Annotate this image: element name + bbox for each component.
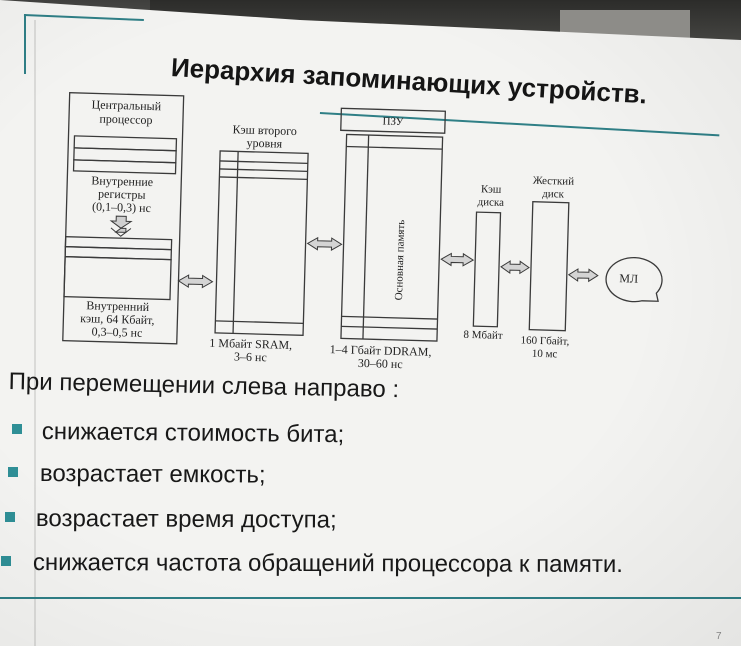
- hard-disk-block: [528, 201, 570, 332]
- corner-accent-vertical: [24, 14, 26, 74]
- magnetic-tape-shape: [605, 256, 663, 303]
- disk-cache-label-line2: диска: [477, 196, 504, 209]
- arrow-ram-diskcache: [440, 252, 475, 267]
- bullet-text: возрастает время доступа;: [35, 505, 337, 534]
- internal-cache-line1: Внутренний: [86, 298, 150, 314]
- registers-label-line3: (0,1–0,3) нс: [92, 199, 151, 215]
- registers-cache-arrow-lower: [110, 227, 132, 237]
- connection-arrows: [177, 236, 599, 289]
- hdd-caption-line1: 160 Гбайт,: [520, 334, 569, 347]
- bullet-square-icon: [8, 467, 18, 477]
- cpu-label-line2: процессор: [99, 112, 152, 127]
- magnetic-tape-label: МЛ: [619, 271, 638, 286]
- l2-caption-line2: 3–6 нс: [234, 349, 267, 364]
- disk-cache-label-line1: Кэш: [481, 183, 502, 196]
- registers-label-line2: регистры: [98, 187, 146, 202]
- bullet-text: снижается стоимость бита;: [41, 418, 345, 449]
- diagram-group: Центральный процессор Внутренние регистр…: [62, 92, 663, 371]
- screen-frame-line: [34, 20, 36, 646]
- hdd-caption-line2: 10 мс: [532, 348, 558, 361]
- arrow-cpu-l2: [177, 274, 214, 289]
- rom-block: [340, 107, 447, 134]
- main-memory-block: [340, 133, 444, 342]
- cpu-label-line1: Центральный: [91, 97, 162, 113]
- main-memory-vertical-label: Основная память: [393, 220, 407, 301]
- bullet-text: возрастает емкость;: [39, 460, 266, 489]
- internal-cache-line3: 0,3–0,5 нс: [91, 324, 142, 339]
- arrow-l2-ram: [306, 236, 343, 251]
- bullet-square-icon: [1, 556, 11, 566]
- disk-cache-caption: 8 Мбайт: [463, 329, 503, 342]
- internal-cache-line2: кэш, 64 Кбайт,: [80, 311, 155, 327]
- bullet-square-icon: [12, 424, 22, 434]
- arrow-hdd-tape: [567, 268, 599, 283]
- ram-caption-line2: 30–60 нс: [358, 356, 403, 371]
- hdd-label-line1: Жесткий: [533, 175, 575, 188]
- ram-caption-line1: 1–4 Гбайт DDRAM,: [330, 342, 432, 359]
- disk-cache-block: [472, 211, 502, 328]
- registers-label-line1: Внутренние: [91, 173, 153, 189]
- l2-cache-block: [214, 150, 309, 337]
- bottom-rule: [0, 597, 741, 599]
- l2-label-line1: Кэш второго: [232, 122, 297, 138]
- l2-caption-line1: 1 Мбайт SRAM,: [209, 336, 292, 352]
- rom-label: ПЗУ: [382, 115, 404, 128]
- cpu-block: [62, 92, 185, 345]
- registers-cache-arrow: [109, 215, 133, 233]
- hdd-label-line2: диск: [542, 188, 565, 201]
- bullet-text: снижается частота обращений процессора к…: [32, 549, 624, 579]
- l2-label-line2: уровня: [246, 136, 282, 151]
- arrow-diskcache-hdd: [500, 260, 530, 275]
- page-number: 7: [716, 631, 722, 642]
- bullet-square-icon: [5, 512, 15, 522]
